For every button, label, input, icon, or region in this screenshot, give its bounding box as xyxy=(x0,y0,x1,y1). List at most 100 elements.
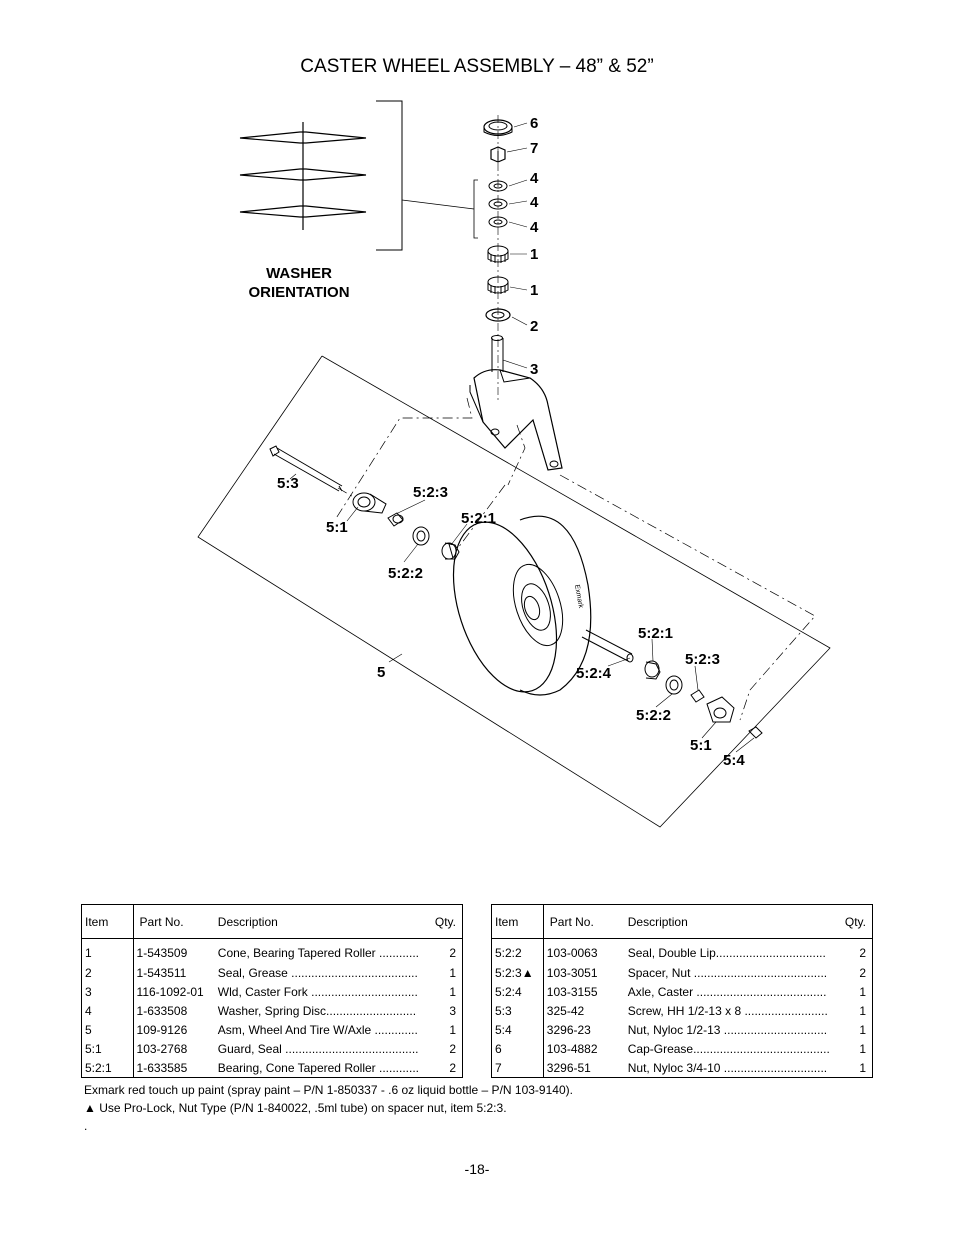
row-desc: Cap-Grease..............................… xyxy=(627,1041,830,1056)
seal-left xyxy=(412,526,430,546)
callout-4c: 4 xyxy=(530,219,539,236)
row-part: 103-3051 xyxy=(546,965,598,980)
row-part: 3296-51 xyxy=(546,1060,591,1075)
row-part: 103-2768 xyxy=(136,1041,188,1056)
screw-part xyxy=(269,445,343,492)
header-qty: Qty. xyxy=(430,904,463,939)
grease-seal-part xyxy=(485,308,511,322)
washer-label-line2: ORIENTATION xyxy=(248,284,349,301)
row-item: 4 xyxy=(81,1001,134,1020)
note-dot: . xyxy=(84,1119,88,1133)
page-title: CASTER WHEEL ASSEMBLY – 48” & 52” xyxy=(300,56,654,77)
tire-brand: Exmark xyxy=(573,584,584,609)
callout-5-2-3-right: 5:2:3 xyxy=(685,651,720,668)
row-desc: Seal, Double Lip........................… xyxy=(627,946,826,960)
seal-guard-left xyxy=(352,492,387,514)
callout-5-1-right: 5:1 xyxy=(690,737,712,754)
row-qty: 1 xyxy=(859,1041,866,1056)
row-item: 5:2:1 xyxy=(81,1058,134,1078)
spacer-left xyxy=(387,512,404,527)
row-part: 103-4882 xyxy=(546,1041,598,1056)
callout-6: 6 xyxy=(530,115,538,132)
wheel-tire: Exmark xyxy=(452,515,592,696)
row-part: 1-633585 xyxy=(136,1060,188,1075)
callout-5-2-1-right: 5:2:1 xyxy=(638,625,673,642)
row-desc: Bearing, Cone Tapered Roller ...........… xyxy=(217,1060,419,1075)
caster-fork xyxy=(469,335,563,471)
row-desc: Seal, Grease ...........................… xyxy=(217,965,418,980)
table-header-row: Item Part No. Description Qty. xyxy=(81,904,463,939)
row-item: 2 xyxy=(81,963,134,982)
note-prolock: ▲ Use Pro-Lock, Nut Type (P/N 1-840022, … xyxy=(84,1101,507,1115)
bearing-right xyxy=(644,660,661,680)
row-desc: Nut, Nyloc 3/4-10 ......................… xyxy=(627,1060,828,1075)
row-part: 1-543509 xyxy=(136,946,188,960)
row-desc: Axle, Caster ...........................… xyxy=(627,984,827,999)
row-qty: 1 xyxy=(449,984,456,999)
row-item: 5:1 xyxy=(81,1039,134,1058)
row-part: 109-9126 xyxy=(136,1022,188,1037)
row-desc: Screw, HH 1/2-13 x 8 ...................… xyxy=(627,1003,828,1018)
callout-5-2-2-left: 5:2:2 xyxy=(388,565,423,582)
row-desc: Spacer, Nut ............................… xyxy=(627,965,828,980)
row-item: 6 xyxy=(491,1039,544,1058)
callout-5-2-3-left: 5:2:3 xyxy=(413,484,448,501)
row-qty: 2 xyxy=(449,1041,456,1056)
spring-washers xyxy=(488,180,508,228)
washer-label-line1: WASHER xyxy=(266,265,332,282)
seal-right xyxy=(665,675,683,695)
callout-5-3: 5:3 xyxy=(277,475,299,492)
row-part: 3296-23 xyxy=(546,1022,591,1037)
row-item: 5 xyxy=(81,1020,134,1039)
row-item: 1 xyxy=(81,938,134,963)
callout-2: 2 xyxy=(530,318,538,335)
note-paint: Exmark red touch up paint (spray paint –… xyxy=(84,1083,573,1097)
callout-1b: 1 xyxy=(530,282,538,299)
row-qty: 1 xyxy=(859,1022,866,1037)
callout-1a: 1 xyxy=(530,246,538,263)
row-part: 1-633508 xyxy=(136,1003,188,1018)
row-desc: Asm, Wheel And Tire W/Axle ............. xyxy=(217,1022,418,1037)
row-qty: 1 xyxy=(859,1060,866,1075)
row-item: 5:2:3▲ xyxy=(491,963,544,982)
row-desc: Guard, Seal ............................… xyxy=(217,1041,419,1056)
row-item: 5:3 xyxy=(491,1001,544,1020)
bearing-cones xyxy=(487,245,509,294)
notes: Exmark red touch up paint (spray paint –… xyxy=(84,1081,573,1135)
row-part: 103-0063 xyxy=(546,946,598,960)
row-item: 5:2:2 xyxy=(491,938,544,963)
row-part: 325-42 xyxy=(546,1003,585,1018)
callout-4a: 4 xyxy=(530,170,539,187)
row-qty: 2 xyxy=(859,965,866,980)
washer-orientation-detail: WASHER ORIENTATION xyxy=(239,100,478,301)
row-qty: 1 xyxy=(859,1003,866,1018)
callout-5-2-4: 5:2:4 xyxy=(576,665,612,682)
callout-5-4: 5:4 xyxy=(723,752,745,769)
header-item: Item xyxy=(491,904,544,939)
caster-wheel-diagram: WASHER ORIENTATION xyxy=(197,100,831,828)
seal-guard-right xyxy=(706,696,735,723)
nut-small-part xyxy=(748,726,763,739)
row-part: 1-543511 xyxy=(136,965,187,980)
row-qty: 1 xyxy=(449,1022,456,1037)
row-item: 3 xyxy=(81,982,134,1001)
header-desc: Description xyxy=(624,904,841,939)
callout-3: 3 xyxy=(530,361,538,378)
cap-grease-part xyxy=(483,119,513,136)
callout-5-2-1-left: 5:2:1 xyxy=(461,510,496,527)
header-part: Part No. xyxy=(133,904,215,939)
row-desc: Cone, Bearing Tapered Roller ...........… xyxy=(217,946,419,960)
header-item: Item xyxy=(81,904,134,939)
row-item: 5:2:4 xyxy=(491,982,544,1001)
